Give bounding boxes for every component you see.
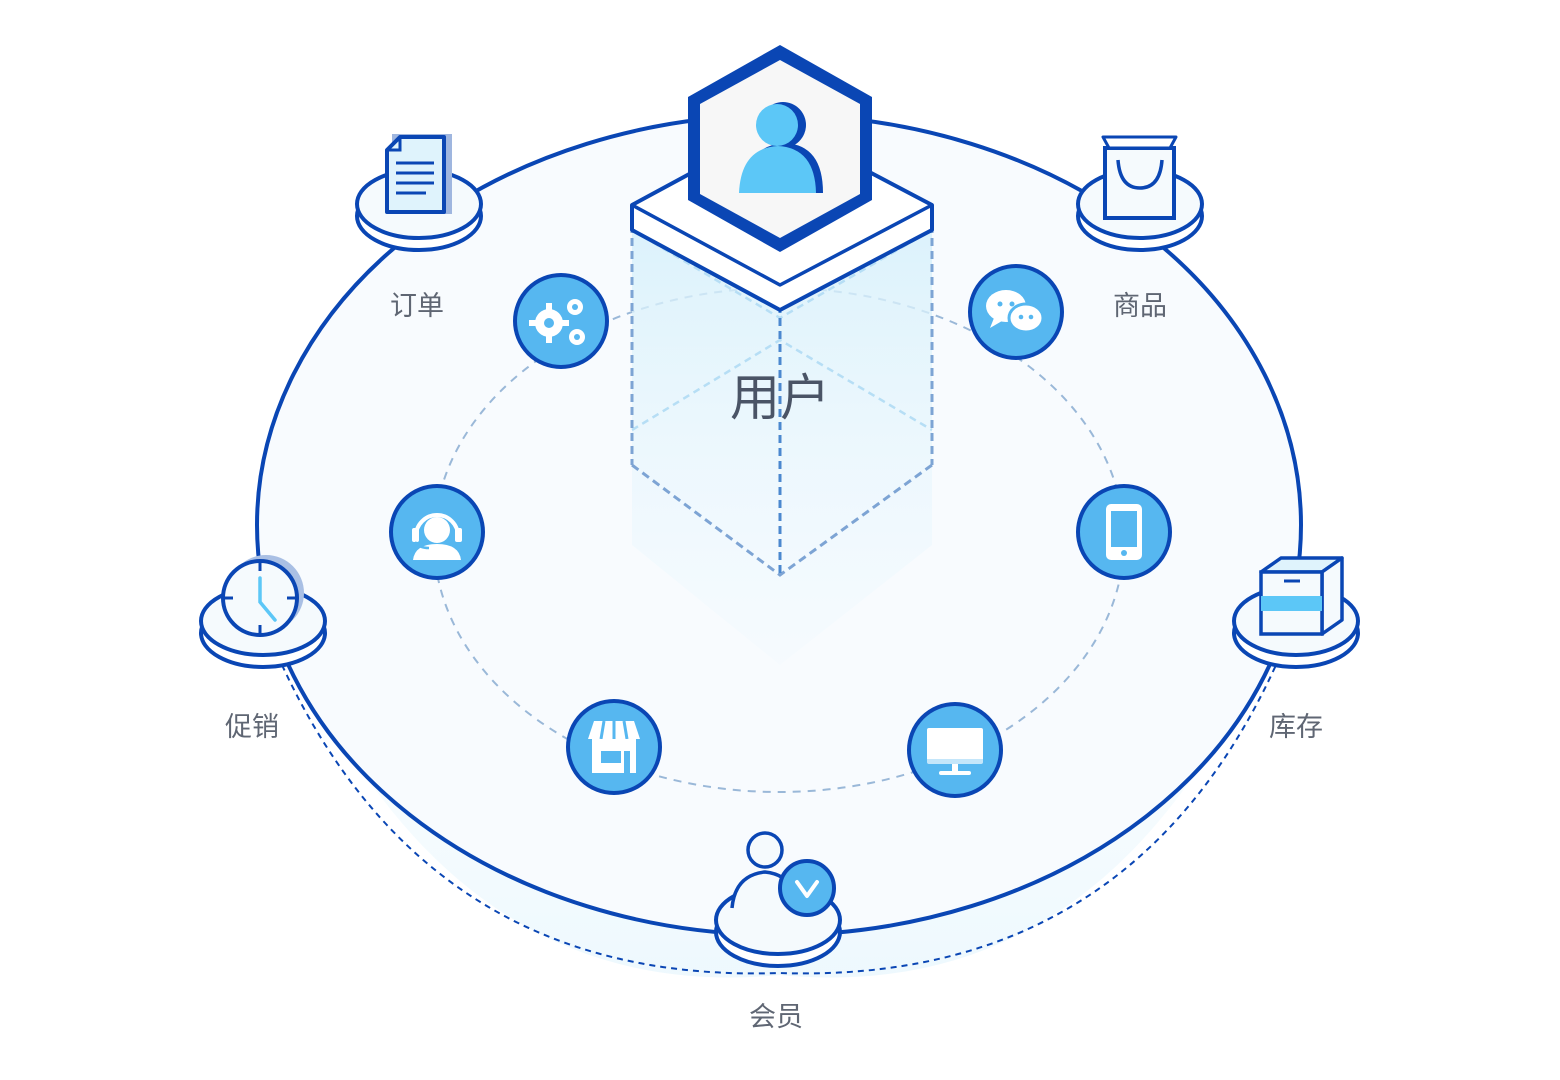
mobile-phone-icon[interactable] <box>1076 484 1172 580</box>
node-label-order: 订单 <box>390 291 444 322</box>
node-label-member: 会员 <box>749 1002 803 1033</box>
center-pillar: 用户 <box>630 45 934 665</box>
gears-icon[interactable] <box>513 273 609 369</box>
storefront-icon[interactable] <box>566 699 662 795</box>
node-promotion[interactable]: 促销 <box>199 555 327 743</box>
node-member[interactable]: 会员 <box>714 831 842 1033</box>
shopping-bag-icon <box>1101 135 1178 220</box>
user-icon <box>739 102 823 193</box>
document-icon <box>385 134 452 214</box>
node-label-product: 商品 <box>1113 291 1167 322</box>
clock-icon <box>221 555 304 637</box>
wechat-icon[interactable] <box>968 264 1064 360</box>
node-label-promotion: 促销 <box>225 712 279 743</box>
box-icon <box>1259 556 1344 636</box>
monitor-icon[interactable] <box>907 702 1003 798</box>
node-label-inventory: 库存 <box>1269 712 1323 743</box>
headset-icon[interactable] <box>389 484 485 580</box>
inner-icons <box>389 264 1172 798</box>
node-product[interactable]: 商品 <box>1076 135 1204 322</box>
user-badge[interactable] <box>688 45 872 252</box>
member-vip-icon <box>730 831 836 917</box>
node-inventory[interactable]: 库存 <box>1232 556 1360 743</box>
node-order[interactable]: 订单 <box>355 134 483 322</box>
center-label: 用户 <box>730 369 830 427</box>
